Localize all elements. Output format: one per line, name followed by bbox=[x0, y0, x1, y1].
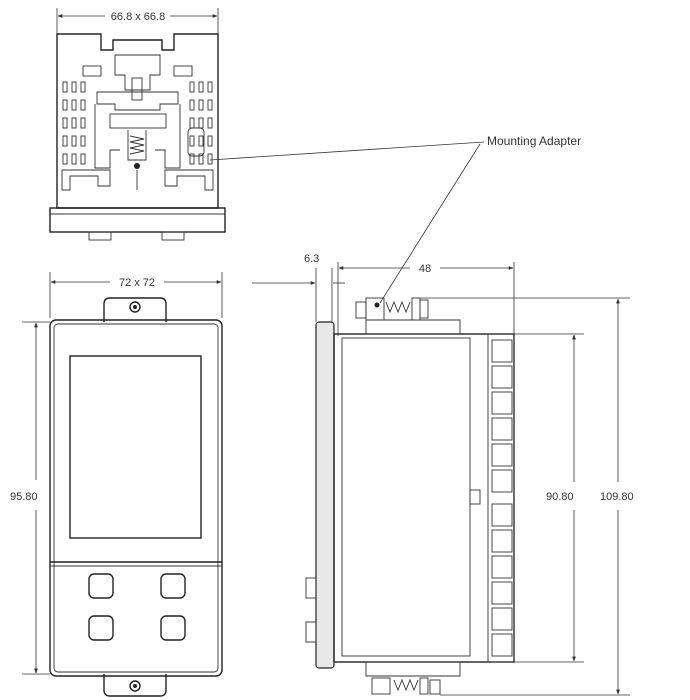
terminal-block bbox=[487, 333, 515, 663]
front-width-label: 72 x 72 bbox=[119, 277, 155, 289]
top-width-label: 66.8 x 66.8 bbox=[111, 11, 165, 23]
vent-slots-right bbox=[189, 81, 213, 165]
adapter-mechanism bbox=[61, 54, 214, 191]
body-height-dimension: 90.80 bbox=[514, 333, 584, 663]
front-height-dimension: 95.80 bbox=[10, 321, 50, 675]
mounting-adapter-label: Mounting Adapter bbox=[487, 134, 581, 148]
total-height-label: 109.80 bbox=[600, 491, 634, 503]
top-view: 66.8 x 66.8 bbox=[49, 8, 226, 241]
bezel-depth-label: 6.3 bbox=[304, 253, 319, 265]
side-adapter-top bbox=[355, 297, 461, 335]
front-button-top-left bbox=[88, 573, 114, 599]
body-depth-dimension: 48 bbox=[337, 262, 515, 336]
body-depth-label: 48 bbox=[419, 263, 431, 275]
front-button-bottom-right bbox=[160, 615, 186, 641]
front-button-bottom-left bbox=[88, 615, 114, 641]
front-button-top-right bbox=[160, 573, 186, 599]
front-height-label: 95.80 bbox=[10, 491, 38, 503]
front-view: 72 x 72 95.80 bbox=[10, 272, 223, 697]
front-width-dimension: 72 x 72 bbox=[49, 272, 223, 318]
side-view: 6.3 48 90.80 109.80 bbox=[252, 253, 634, 696]
mounting-adapter-callout: Mounting Adapter bbox=[209, 134, 581, 304]
top-width-dimension: 66.8 x 66.8 bbox=[56, 8, 219, 34]
body-height-label: 90.80 bbox=[546, 491, 574, 503]
bezel-depth-dimension: 6.3 bbox=[252, 253, 345, 322]
vent-slots-left bbox=[62, 81, 86, 165]
total-height-dimension: 109.80 bbox=[420, 297, 634, 696]
side-adapter-bottom bbox=[365, 661, 461, 695]
display-screen bbox=[69, 355, 202, 539]
